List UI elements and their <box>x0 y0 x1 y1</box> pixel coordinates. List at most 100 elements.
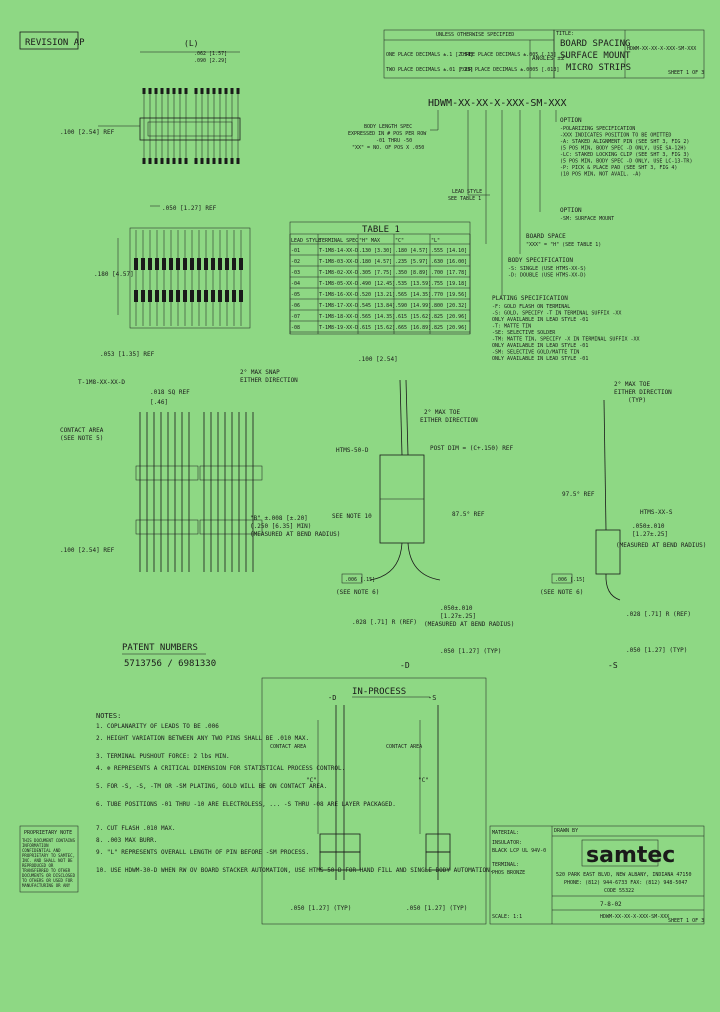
table-cell-0-3: .180 [4.57] <box>395 248 428 254</box>
option-line-0-5: (5 POS MIN, BODY SPEC -D ONLY, USE LC-13… <box>560 159 692 165</box>
dim-050-ref: .050 [1.27] REF <box>162 205 217 212</box>
title-line-3: MICRO STRIPS <box>566 63 631 73</box>
r028-s: .028 [.71] R (REF) <box>626 611 691 618</box>
in-process-title: IN-PROCESS <box>352 687 406 697</box>
note-item-5: 5. FOR -S, -S, -TM OR -SM PLATING, GOLD … <box>96 783 327 790</box>
table-cell-2-4: .700 [17.78] <box>431 270 467 276</box>
table-cell-4-0: -05 <box>291 292 300 298</box>
lead-style-1: LEAD STYLE <box>452 189 482 195</box>
table-header-3: "C" <box>395 238 404 244</box>
proprietary-line: REPRODUCED OR <box>22 863 54 868</box>
dim-l2: .062 [1.57] <box>194 51 227 57</box>
table-cell-0-2: .130 [3.30] <box>359 248 392 254</box>
drawn-by: DRAWN BY <box>554 828 578 834</box>
title-line-2: SURFACE MOUNT <box>560 51 631 61</box>
dim-sq-ref: .018 SQ REF <box>150 389 190 396</box>
tol-two-place: TWO PLACE DECIMALS ±.01 [.25] <box>386 67 473 73</box>
note-item-1: 1. COPLANARITY OF LEADS TO BE .006 <box>96 723 219 730</box>
company-address: 520 PARK EAST BLVD, NEW ALBANY, INDIANA … <box>556 872 691 878</box>
dim-b-3: (MEASURED AT BEND RADIUS) <box>250 531 340 538</box>
body-length-2: EXPRESSED IN # POS PER ROW <box>348 131 427 137</box>
note-item-7: 7. CUT FLASH .010 MAX. <box>96 825 175 832</box>
dim-97: 97.5° REF <box>562 491 595 498</box>
option-line-3-0: -S: SINGLE (USE HTMS-XX-S) <box>508 266 586 272</box>
option-line-3-1: -D: DOUBLE (USE HTMS-XX-D) <box>508 273 586 279</box>
table-header-4: "L" <box>431 238 440 244</box>
max-toe-s-1: 2° MAX TOE <box>614 381 651 388</box>
in-process-050-s: .050 [1.27] (TYP) <box>406 905 467 912</box>
label-d: -D <box>400 661 410 670</box>
part-number-breakdown: HDWM-XX-XX-X-XXX-SM-XXX BODY LENGTH SPEC… <box>348 98 692 362</box>
dim-050-s: .050 [1.27] (TYP) <box>626 647 687 654</box>
table-header-2: "H" MAX <box>359 238 380 244</box>
max-toe-s-3: (TYP) <box>628 397 646 404</box>
date-label: 7-8-02 <box>600 901 622 908</box>
terminal-text: PHOS BRONZE <box>492 870 525 876</box>
option-line-0-1: -XXX INDICATES POSITION TO BE OMITTED <box>560 133 671 139</box>
table-cell-6-3: .615 [15.62] <box>395 314 431 320</box>
option-line-0-7: (10 POS MIN, NOT AVAIL. -A) <box>560 172 641 178</box>
bottom-dwg-no: HDWM-XX-XX-X-XXX-SM-XXX <box>600 914 669 920</box>
table-cell-5-4: .800 [20.32] <box>431 303 467 309</box>
table-cell-7-4: .825 [20.96] <box>431 325 467 331</box>
side-view: .050 [1.27] REF .180 [4.57] .053 [1.35] … <box>94 205 251 358</box>
tolerance-block: UNLESS OTHERWISE SPECIFIED ONE PLACE DEC… <box>383 29 568 79</box>
dim-053-ref: .053 [1.35] REF <box>100 351 155 358</box>
patent-box: PATENT NUMBERS 5713756 / 6981330 <box>122 643 216 669</box>
table-cell-0-4: .555 [14.10] <box>431 248 467 254</box>
table-cell-4-4: .770 [19.56] <box>431 292 467 298</box>
dim-180: .180 [4.57] <box>94 271 134 278</box>
mfg-note-s: (SEE NOTE 6) <box>540 589 583 596</box>
scale-label: SCALE: 1:1 <box>492 914 522 920</box>
mfg-note-d: (SEE NOTE 6) <box>336 589 379 596</box>
option-line-2-0: "XXX" = "H" (SEE TABLE 1) <box>526 242 601 248</box>
max-snap-1: 2° MAX SNAP <box>240 369 280 376</box>
table-cell-1-4: .630 [16.00] <box>431 259 467 265</box>
in-process-contact-d: CONTACT AREA <box>270 744 306 750</box>
proprietary-line: INC. AND SHALL NOT BE <box>22 858 73 863</box>
table-cell-3-2: .490 [12.45] <box>359 281 395 287</box>
option-head-1: OPTION <box>560 207 582 214</box>
table-cell-1-3: .235 [5.97] <box>395 259 428 265</box>
label-s: -S <box>608 661 618 670</box>
option-line-4-4: -SE: SELECTIVE SOLDER <box>492 330 556 336</box>
proprietary-line: TO OTHERS OR USED FOR <box>22 878 73 883</box>
proprietary-title: PROPRIETARY NOTE <box>24 830 72 836</box>
title-drawing-no: HDWM-XX-XX-X-XXX-SM-XXX <box>627 46 696 52</box>
table-cell-0-0: -01 <box>291 248 300 254</box>
table-cell-2-1: T-1M8-02-XX-D <box>319 270 358 276</box>
dim-b-1: "B" ±.008 [±.20] <box>250 515 308 522</box>
top-plan-view: (L) .062 [1.57] .090 [2.29] .100 [2.54] … <box>60 39 241 164</box>
table-cell-7-0: -08 <box>291 325 300 331</box>
table-cell-4-3: .565 [14.35] <box>395 292 431 298</box>
table-cell-2-0: -03 <box>291 270 300 276</box>
tolerance-d: .006 [.15] <box>345 577 375 583</box>
insulator-label: INSULATOR: <box>492 840 522 846</box>
note-item-3: 3. TERMINAL PUSHOUT FORCE: 2 lbs MIN. <box>96 753 230 760</box>
option-head-3: BODY SPECIFICATION <box>508 257 573 264</box>
option-line-4-0: -F: GOLD FLASH ON TERMINAL <box>492 304 570 310</box>
title-sheet: SHEET 1 OF 3 <box>668 70 704 76</box>
option-line-0-3: (5 POS MIN, BODY SPEC -D ONLY, USE SA-12… <box>560 146 686 152</box>
max-snap-2: EITHER DIRECTION <box>240 377 298 384</box>
tol-header-left: UNLESS OTHERWISE SPECIFIED <box>436 32 514 38</box>
in-process-050-d: .050 [1.27] (TYP) <box>290 905 351 912</box>
tol-angles: ANGLES ±2° <box>532 55 568 62</box>
contact-area-1: CONTACT AREA <box>60 427 104 434</box>
samtec-logo: samtec <box>586 843 675 868</box>
proprietary-note: PROPRIETARY NOTE THIS DOCUMENT CONTAINSI… <box>19 825 79 893</box>
in-process-box: IN-PROCESS -D -S CONTACT AREA CONTACT AR… <box>261 677 487 925</box>
table-cell-7-3: .665 [16.89] <box>395 325 431 331</box>
title-block: TITLE: BOARD SPACING SURFACE MOUNT MICRO… <box>553 29 705 79</box>
title-label: TITLE: <box>556 31 574 37</box>
dim-b-2: (.250 [6.35] MIN) <box>250 523 311 530</box>
proprietary-line: PROPRIETARY TO SAMTEC, <box>22 853 75 858</box>
table-cell-5-2: .545 [13.84] <box>359 303 395 309</box>
in-process-c-s: "C" <box>418 777 429 784</box>
r050-s-1: .050±.010 <box>632 523 665 530</box>
revision-label: REVISION AP <box>25 38 85 48</box>
option-line-4-5: -TM: MATTE TIN, SPECIFY -X IN TERMINAL S… <box>492 337 640 343</box>
note-item-8: 8. .003 MAX BURR. <box>96 837 157 844</box>
